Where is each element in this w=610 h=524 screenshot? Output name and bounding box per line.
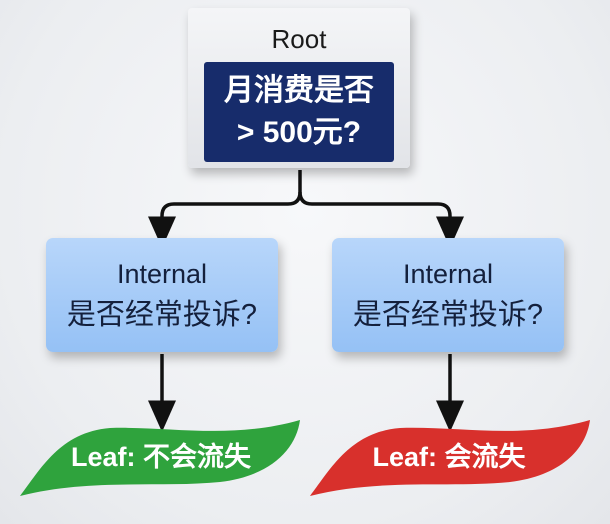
leaf-left-label: Leaf: 不会流失 [70, 442, 251, 472]
internal-left-label: Internal [116, 259, 208, 289]
root-node: Root 月消费是否 > 500元? [188, 8, 410, 168]
internal-left-question: 是否经常投诉? [66, 299, 258, 331]
internal-node-right: Internal 是否经常投诉? [332, 238, 564, 352]
internal-node-left: Internal 是否经常投诉? [46, 238, 278, 352]
root-question-line2: > 500元? [236, 116, 362, 149]
internal-right-label: Internal [402, 259, 494, 289]
edge-root-to-right [298, 191, 464, 248]
root-question-line1: 月消费是否 [224, 74, 374, 107]
internal-right-question: 是否经常投诉? [352, 299, 544, 331]
root-question: 月消费是否 > 500元? [204, 62, 394, 162]
leaf-right-label: Leaf: 会流失 [372, 442, 526, 472]
root-label: Root [271, 24, 327, 54]
leaf-left-shape [20, 420, 300, 496]
edge-root-to-left [148, 170, 302, 248]
leaf-right-shape [310, 420, 590, 496]
